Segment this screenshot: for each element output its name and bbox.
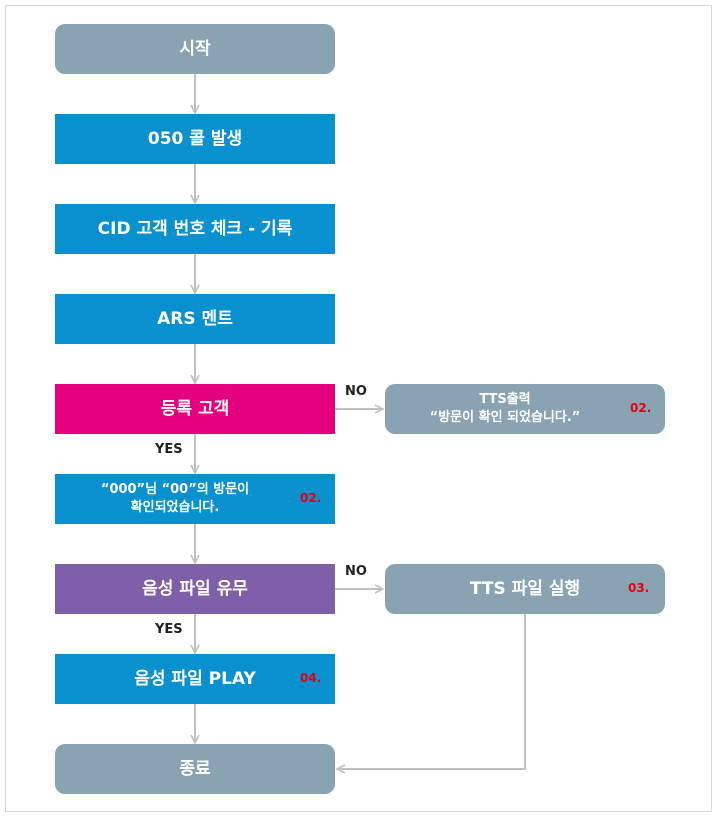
tts-output-line2: “방문이 확인 되었습니다.”: [429, 410, 581, 425]
end-label: 종료: [179, 758, 211, 779]
arrow-tts-file-to-end: [337, 614, 526, 769]
tts-output-badge: 02.: [630, 401, 652, 415]
tts-output-line1: TTS출력: [479, 392, 531, 408]
visit-confirm-line1: “000”님 “00”의 방문이: [100, 482, 250, 498]
end-node: 종료: [55, 744, 335, 794]
visit-confirm-node: “000”님 “00”의 방문이 확인되었습니다.: [55, 474, 335, 524]
voice-play-badge: 04.: [300, 671, 322, 685]
tts-file-label: TTS 파일 실행: [469, 578, 581, 599]
voice-file-check-label: 음성 파일 유무: [142, 578, 248, 599]
voice-play-node: 음성 파일 PLAY: [55, 654, 335, 704]
tts-file-node: TTS 파일 실행: [385, 564, 665, 614]
call-label: 050 콜 발생: [147, 128, 243, 149]
yes-label-voice: YES: [155, 622, 183, 637]
voice-play-label: 음성 파일 PLAY: [134, 668, 256, 689]
diagram-frame: [5, 5, 712, 812]
tts-output-node: TTS출력 “방문이 확인 되었습니다.”: [385, 384, 665, 434]
start-node: 시작: [55, 24, 335, 74]
registered-customer-label: 등록 고객: [160, 398, 230, 419]
ars-label: ARS 멘트: [157, 308, 233, 329]
visit-confirm-badge: 02.: [300, 491, 322, 505]
tts-file-badge: 03.: [628, 581, 650, 595]
tts-output-text: TTS출력 “방문이 확인 되었습니다.”: [430, 391, 581, 426]
yes-label-registered: YES: [155, 442, 183, 457]
cid-check-label: CID 고객 번호 체크 - 기록: [97, 218, 293, 239]
visit-confirm-text: “000”님 “00”의 방문이 확인되었습니다.: [101, 481, 249, 516]
start-label: 시작: [179, 38, 211, 59]
registered-customer-node: 등록 고객: [55, 384, 335, 434]
ars-node: ARS 멘트: [55, 294, 335, 344]
cid-check-node: CID 고객 번호 체크 - 기록: [55, 204, 335, 254]
visit-confirm-line2: 확인되었습니다.: [130, 500, 220, 515]
voice-file-check-node: 음성 파일 유무: [55, 564, 335, 614]
call-node: 050 콜 발생: [55, 114, 335, 164]
no-label-registered: NO: [345, 384, 367, 399]
no-label-voice: NO: [345, 564, 367, 579]
